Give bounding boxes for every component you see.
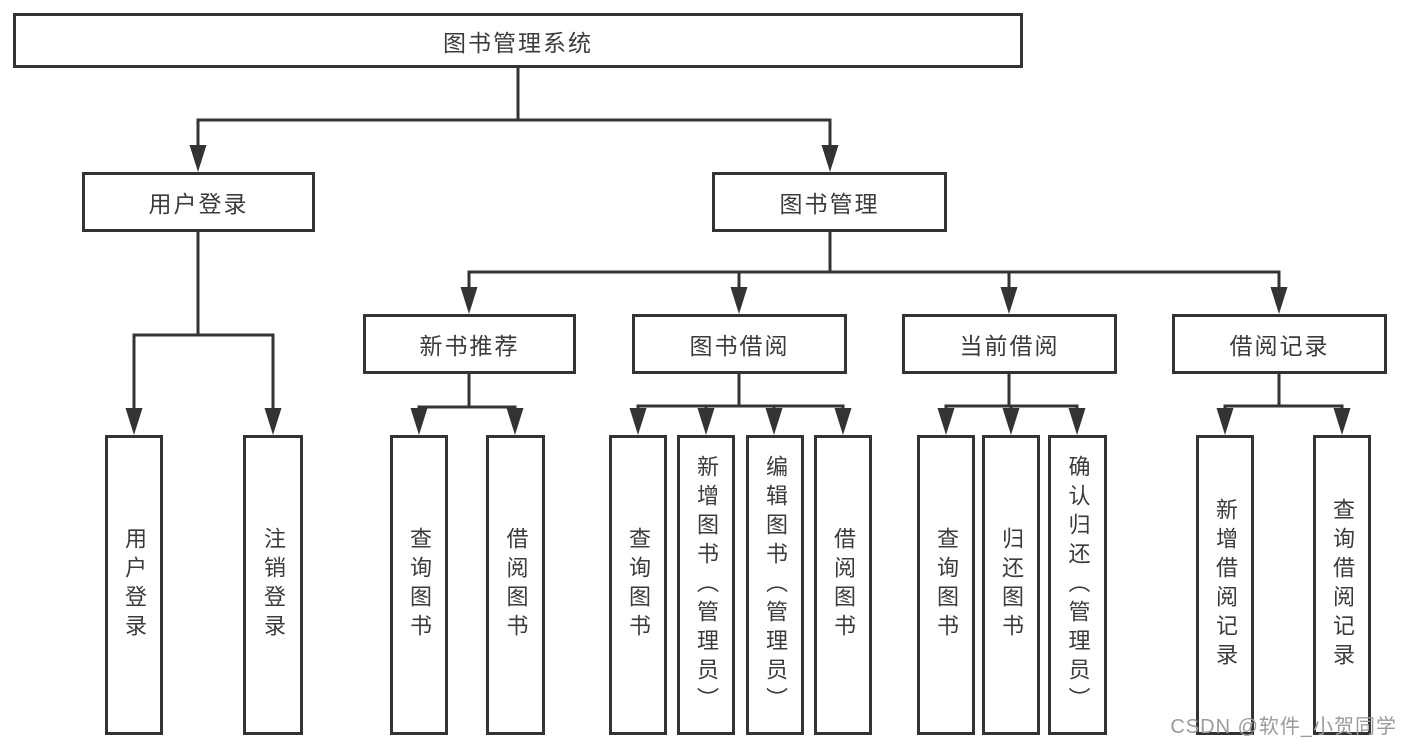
leaf-recommend-borrow-books-label: 借阅图书 [503, 527, 529, 643]
leaf-borrowing-borrow-books: 借阅图书 [814, 435, 872, 735]
leaf-borrowing-borrow-books-label: 借阅图书 [831, 527, 856, 643]
leaf-borrowing-query-books-label: 查询图书 [626, 527, 651, 643]
node-book-borrowing-label: 图书借阅 [689, 333, 790, 359]
node-new-book-recommend-label: 新书推荐 [419, 333, 520, 359]
leaf-records-query-record-label: 查询借阅记录 [1330, 498, 1355, 672]
leaf-current-query-books: 查询图书 [917, 435, 975, 735]
node-book-management: 图书管理 [712, 172, 947, 232]
node-user-login-label: 用户登录 [148, 191, 249, 217]
node-borrowing-records: 借阅记录 [1172, 314, 1387, 374]
leaf-records-query-record: 查询借阅记录 [1313, 435, 1371, 735]
node-current-borrowing-label: 当前借阅 [959, 333, 1060, 359]
leaf-borrowing-edit-books-admin-label: 编辑图书（管理员） [763, 454, 788, 716]
leaf-recommend-query-books-label: 查询图书 [407, 527, 432, 643]
leaf-current-return-books-label: 归还图书 [999, 527, 1024, 643]
leaf-current-confirm-return-admin-label: 确认归还（管理员） [1065, 454, 1091, 716]
node-new-book-recommend: 新书推荐 [363, 314, 576, 374]
leaf-current-confirm-return-admin: 确认归还（管理员） [1048, 435, 1107, 735]
node-root: 图书管理系统 [13, 13, 1023, 68]
leaf-user-login: 用户登录 [105, 435, 163, 735]
leaf-recommend-query-books: 查询图书 [390, 435, 448, 735]
leaf-logout: 注销登录 [243, 435, 303, 735]
node-root-label: 图书管理系统 [443, 29, 593, 56]
leaf-records-add-record-label: 新增借阅记录 [1213, 498, 1238, 672]
leaf-records-add-record: 新增借阅记录 [1196, 435, 1254, 735]
leaf-borrowing-add-books-admin: 新增图书（管理员） [677, 435, 735, 735]
node-book-management-label: 图书管理 [779, 191, 880, 217]
watermark: CSDN @软件_小贺同学 [1170, 716, 1397, 738]
leaf-current-return-books: 归还图书 [982, 435, 1040, 735]
node-book-borrowing: 图书借阅 [632, 314, 847, 374]
leaf-recommend-borrow-books: 借阅图书 [486, 435, 545, 735]
leaf-borrowing-query-books: 查询图书 [609, 435, 667, 735]
leaf-user-login-label: 用户登录 [122, 527, 147, 643]
node-current-borrowing: 当前借阅 [902, 314, 1117, 374]
node-user-login: 用户登录 [82, 172, 315, 232]
leaf-logout-label: 注销登录 [261, 527, 286, 643]
node-borrowing-records-label: 借阅记录 [1229, 333, 1330, 359]
leaf-borrowing-add-books-admin-label: 新增图书（管理员） [694, 454, 719, 716]
leaf-current-query-books-label: 查询图书 [934, 527, 959, 643]
leaf-borrowing-edit-books-admin: 编辑图书（管理员） [746, 435, 804, 735]
